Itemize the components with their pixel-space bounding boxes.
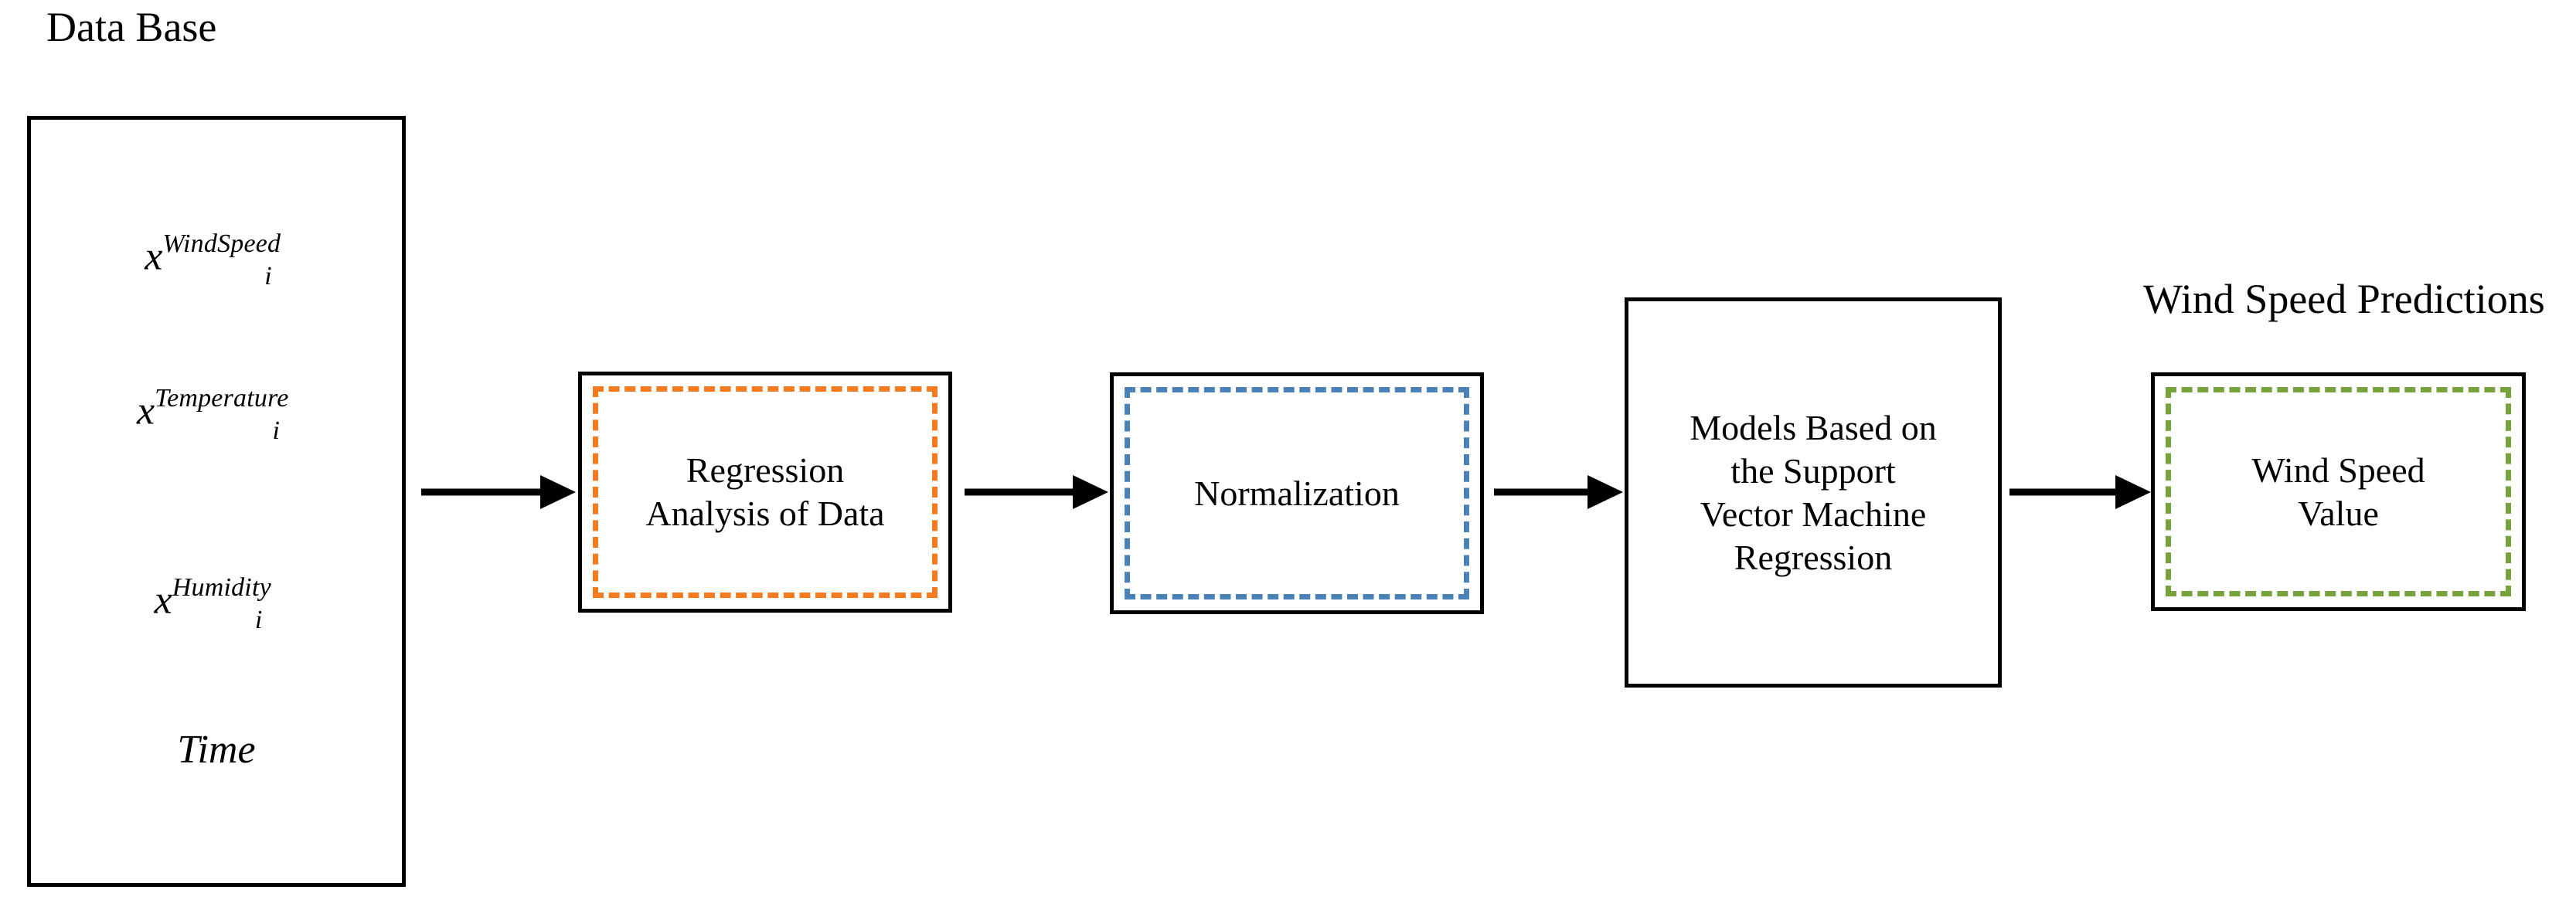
arrow-head-icon — [1073, 475, 1108, 509]
svm-models-label: Models Based on the Support Vector Machi… — [1628, 406, 1998, 579]
variable-subscript-i: i — [254, 605, 263, 634]
arrow-shaft — [1494, 488, 1592, 496]
database-variable-time: Time — [177, 728, 256, 772]
arrow-regression-to-normalization — [965, 475, 1108, 509]
variable-base-x: x — [145, 234, 163, 279]
normalization-label-line-1: Normalization — [1194, 473, 1400, 513]
regression-analysis-box: Regression Analysis of Data — [578, 372, 952, 613]
variable-superscript-humidity: Humidity — [172, 573, 271, 602]
database-box: xWindSpeedi xTemperaturei xHumidityi Tim… — [27, 116, 406, 887]
variable-superscript-temperature: Temperature — [155, 384, 289, 413]
svm-label-line-2: the Support — [1730, 450, 1896, 491]
regression-analysis-label: Regression Analysis of Data — [582, 449, 948, 535]
variable-subscript-i: i — [264, 261, 272, 290]
wind-speed-value-label: Wind Speed Value — [2155, 448, 2522, 535]
normalization-label: Normalization — [1114, 471, 1480, 515]
wind-speed-value-box: Wind Speed Value — [2151, 372, 2526, 611]
svm-label-line-1: Models Based on — [1690, 407, 1937, 447]
normalization-box: Normalization — [1110, 372, 1484, 614]
arrow-head-icon — [540, 475, 576, 509]
variable-base-x: x — [136, 389, 155, 433]
predictions-caption: Wind Speed Predictions — [2143, 276, 2545, 322]
database-variable-windspeed: xWindSpeed i — [31, 231, 402, 290]
arrow-normalization-to-svm — [1494, 475, 1623, 509]
regression-label-line-1: Regression — [686, 450, 845, 490]
variable-superscript-windspeed: WindSpeed — [162, 229, 281, 258]
database-variable-humidity: xHumidity i — [31, 575, 402, 633]
regression-label-line-2: Analysis of Data — [645, 494, 885, 533]
arrow-shaft — [421, 488, 545, 496]
database-caption: Data Base — [46, 4, 217, 50]
variable-subscript-i: i — [272, 416, 280, 445]
arrow-shaft — [2009, 488, 2120, 496]
variable-base-x: x — [154, 578, 172, 623]
svm-label-line-4: Regression — [1734, 537, 1893, 577]
arrow-head-icon — [2115, 475, 2151, 509]
database-variable-temperature: xTemperature i — [31, 385, 402, 444]
arrow-shaft — [965, 488, 1077, 496]
output-label-line-2: Value — [2298, 493, 2379, 533]
arrow-svm-to-output — [2009, 475, 2151, 509]
svm-models-box: Models Based on the Support Vector Machi… — [1625, 297, 2002, 688]
output-label-line-1: Wind Speed — [2251, 450, 2425, 490]
arrow-database-to-regression — [421, 475, 576, 509]
arrow-head-icon — [1587, 475, 1623, 509]
svm-label-line-3: Vector Machine — [1700, 494, 1927, 534]
